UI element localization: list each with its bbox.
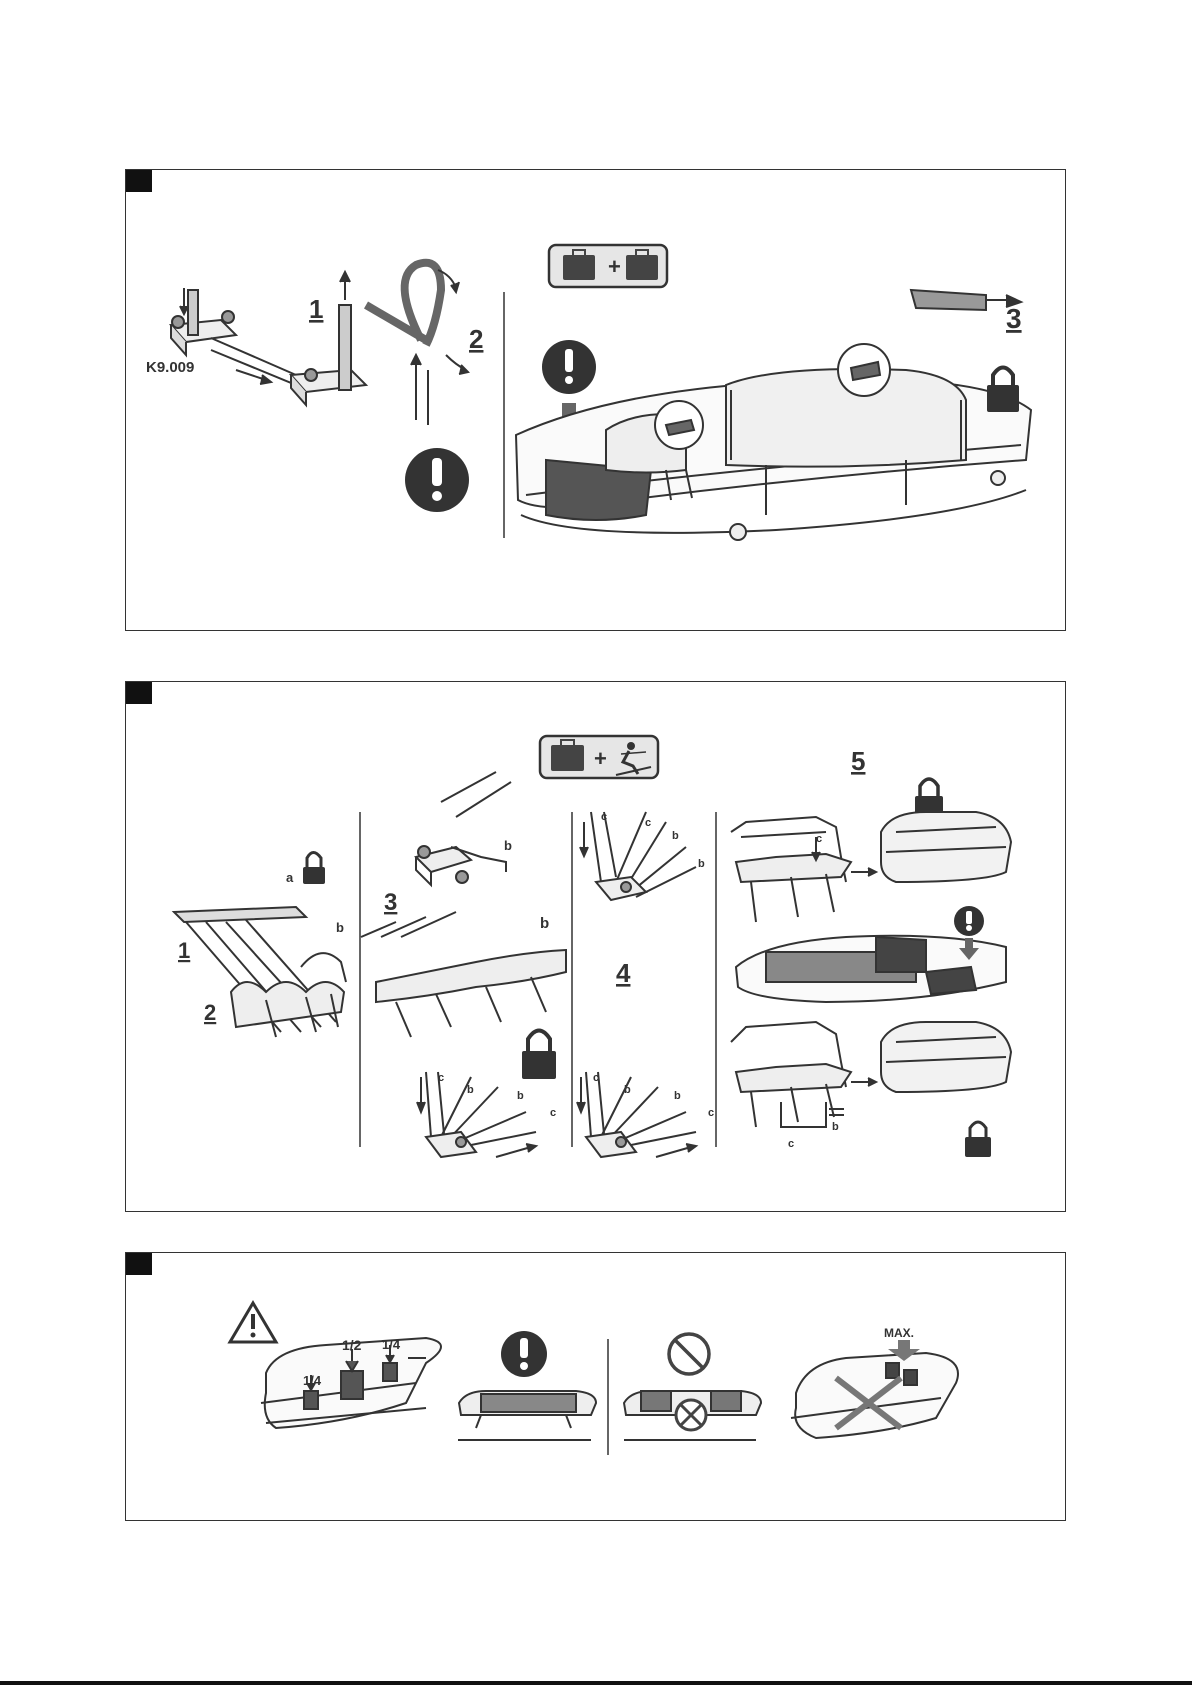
- letter-b-label: b: [624, 1084, 631, 1096]
- step-5-label: 5: [851, 746, 865, 776]
- step-1-label: 1: [178, 938, 190, 963]
- letter-c-label: c: [550, 1107, 556, 1119]
- instruction-panel-3: 1/4 1/2 1/4: [125, 1252, 1066, 1521]
- letter-b-label: b: [467, 1084, 474, 1096]
- attention-icon: [954, 906, 984, 936]
- letter-c-label: c: [816, 833, 822, 845]
- model-label: K9.009: [146, 359, 194, 376]
- bag-on-skis-top-illustration: [731, 812, 1011, 922]
- prohibited-icon: [669, 1334, 709, 1374]
- attention-icon: [501, 1331, 547, 1377]
- letter-b-label: b: [540, 915, 549, 932]
- letter-c-label: c: [601, 811, 607, 823]
- luggage-plus-skier-icon: +: [540, 736, 658, 778]
- lock-icon: [303, 853, 325, 885]
- letter-c-label: c: [593, 1072, 599, 1084]
- bag-on-skis-bottom-illustration: [731, 1022, 1011, 1127]
- attention-icon: [405, 448, 469, 512]
- lock-icon: [965, 1122, 991, 1157]
- fraction-label: 1/2: [342, 1337, 362, 1353]
- letter-c-label: c: [645, 817, 651, 829]
- letter-b-label: b: [672, 830, 679, 842]
- step-2-label: 2: [469, 324, 483, 354]
- letter-b-label: b: [504, 838, 512, 853]
- lock-icon: [522, 1031, 556, 1080]
- letter-c-label: c: [788, 1138, 794, 1150]
- step-2-label: 2: [204, 1000, 216, 1025]
- warning-triangle-icon: [230, 1303, 276, 1342]
- box-side-view-wrong-illustration: [624, 1391, 761, 1440]
- step-3-label: 3: [384, 889, 397, 916]
- step-3-label: 3: [1006, 303, 1022, 334]
- ski-strap-detail-left-illustration: [417, 1072, 536, 1157]
- page-bottom-border: [0, 1681, 1192, 1685]
- letter-b-label: b: [698, 858, 705, 870]
- ski-holder-illustration: [174, 907, 346, 1037]
- letter-b-label: b: [336, 920, 344, 935]
- ski-strap-detail-right-illustration: [577, 1072, 696, 1157]
- letter-c-label: c: [438, 1072, 444, 1084]
- max-load-illustration: [791, 1340, 958, 1438]
- letter-c-label: c: [708, 1107, 714, 1119]
- luggage-plus-luggage-icon: +: [549, 245, 667, 287]
- fraction-label: 1/4: [382, 1337, 401, 1352]
- attention-icon: [542, 340, 596, 394]
- box-side-view-correct-illustration: [458, 1391, 596, 1440]
- roof-box-illustration: [516, 290, 1031, 540]
- ski-strap-step4-top-illustration: [580, 812, 696, 900]
- step-1-label: 1: [309, 294, 323, 324]
- clamp-illustration: [171, 272, 366, 405]
- letter-b-label: b: [517, 1090, 524, 1102]
- letter-a-label: a: [286, 870, 294, 885]
- instruction-panel-2: + 5 a b 1 2: [125, 681, 1066, 1212]
- lock-icon: [987, 368, 1019, 413]
- svg-text:+: +: [594, 746, 607, 771]
- letter-b-label: b: [674, 1090, 681, 1102]
- letter-b-label: b: [832, 1121, 839, 1133]
- instruction-panel-1: K9.009 1 2 +: [125, 169, 1066, 631]
- fraction-label: 1/4: [303, 1373, 322, 1388]
- strap-loop-illustration: [366, 263, 468, 425]
- svg-text:+: +: [608, 254, 621, 279]
- step-4-label: 4: [616, 958, 631, 988]
- max-label: MAX.: [884, 1326, 914, 1340]
